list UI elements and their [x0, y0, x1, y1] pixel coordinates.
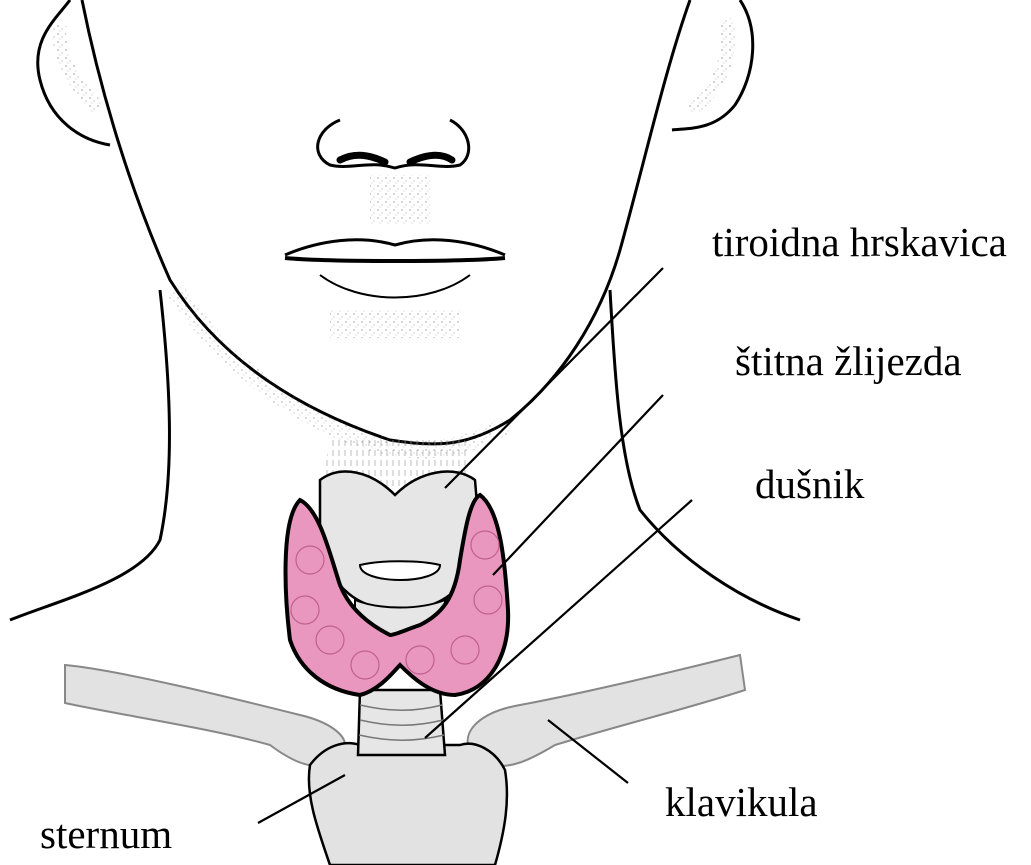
label-thyroid-gland: štitna žlijezda	[735, 341, 962, 382]
right-clavicle	[468, 655, 745, 766]
sternum-bone	[309, 743, 507, 865]
label-clavicle: klavikula	[665, 782, 818, 823]
leader-thyroid-cartilage	[445, 268, 663, 488]
lips	[285, 240, 505, 338]
label-thyroid-cartilage: tiroidna hrskavica	[712, 222, 1007, 263]
nose	[318, 120, 469, 225]
trachea	[358, 690, 445, 755]
label-trachea: dušnik	[755, 464, 864, 505]
label-sternum: sternum	[40, 814, 172, 855]
left-clavicle	[65, 665, 345, 766]
